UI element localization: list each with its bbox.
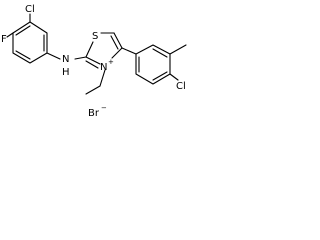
right-ring-double-bond-1 xyxy=(152,48,168,58)
atom-cl-right: Cl xyxy=(176,81,186,92)
atom-nh-h: H xyxy=(62,67,70,78)
bond-ethyl-2 xyxy=(85,85,101,95)
counterion-charge: − xyxy=(101,104,107,112)
left-aryl-ring xyxy=(12,21,48,64)
left-ring-outline xyxy=(12,21,48,64)
right-aryl-ring xyxy=(135,44,171,85)
bond-methyl xyxy=(169,44,187,55)
bond-to-f xyxy=(6,32,14,38)
bond-c4-to-right-ring xyxy=(121,47,137,55)
bond-nh-to-c2 xyxy=(74,56,87,60)
left-ring-double-bond-2 xyxy=(15,50,31,60)
thiazolium-ring xyxy=(85,32,123,69)
atom-nh-n: N xyxy=(62,54,69,65)
bond-c2-s xyxy=(85,41,94,58)
bond-to-cl-right xyxy=(169,73,179,81)
right-ring-outline xyxy=(135,44,171,85)
atom-cl-top: Cl xyxy=(25,4,35,15)
atom-f: F xyxy=(1,34,7,45)
counterion-br: Br xyxy=(88,108,100,119)
bond-n-ethyl-1 xyxy=(99,69,106,87)
bond-n-c2-double xyxy=(85,60,99,69)
left-ring-double-bond-1 xyxy=(15,25,31,36)
molecule-structure: Cl F N H S N + Cl Br − xyxy=(1,4,187,119)
bond-n-c2 xyxy=(85,56,101,65)
atom-s: S xyxy=(92,31,98,42)
bond-c4-n xyxy=(111,47,123,59)
bond-c5-c4 xyxy=(113,32,123,49)
bond-ring-to-nh xyxy=(46,52,61,60)
bond-c5-c4-double xyxy=(110,35,119,50)
right-ring-double-bond-2 xyxy=(152,71,168,81)
atom-n-ring: N xyxy=(100,62,107,73)
atom-n-charge: + xyxy=(108,58,114,66)
